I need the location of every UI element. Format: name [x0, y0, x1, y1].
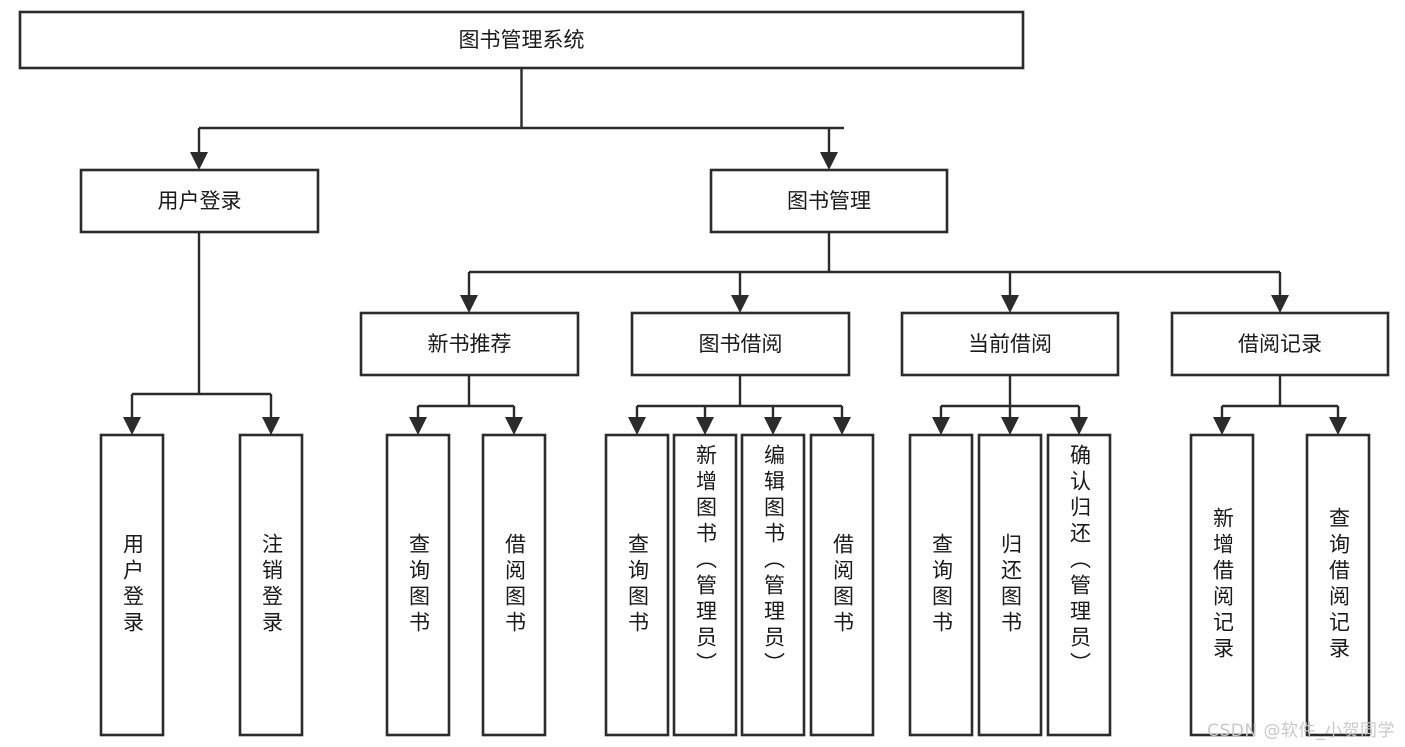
leaf-box-9[interactable]	[977, 433, 1043, 737]
node-book-management-box[interactable]	[709, 168, 949, 234]
connector-group-root	[190, 68, 844, 170]
arrowhead-newbook-leaf-0	[409, 417, 427, 435]
leaf-box-2[interactable]	[385, 433, 451, 737]
node-current-borrow-label: 当前借阅	[968, 332, 1052, 356]
node-book-borrow-box[interactable]	[630, 311, 851, 377]
arrowhead-current-leaf-1	[1001, 417, 1019, 435]
connector-group-book-management	[460, 232, 1289, 313]
node-new-book-recommend-box[interactable]	[359, 311, 580, 377]
node-new-book-recommend-label: 新书推荐	[428, 332, 512, 356]
leaf-box-7[interactable]	[809, 433, 875, 737]
node-new-book-recommend[interactable]: 新书推荐	[359, 311, 580, 377]
node-borrow-record[interactable]: 借阅记录	[1170, 311, 1390, 377]
connector-group-current-borrow	[932, 375, 1088, 435]
leaf-box-4[interactable]	[604, 433, 670, 737]
leaf-box-11[interactable]	[1189, 433, 1255, 737]
arrowhead-user-leaf-0	[123, 417, 141, 435]
arrowhead-current-leaf-0	[932, 417, 950, 435]
arrowhead-root-to-book	[820, 152, 838, 170]
node-current-borrow[interactable]: 当前借阅	[900, 311, 1120, 377]
arrowhead-book-to-newbook	[460, 295, 478, 313]
leaf-box-8[interactable]	[908, 433, 974, 737]
connector-group-new-book	[409, 375, 523, 435]
node-root-box[interactable]	[18, 10, 1025, 70]
arrowhead-borrow-leaf-2	[764, 417, 782, 435]
arrowhead-borrow-leaf-3	[833, 417, 851, 435]
node-book-management[interactable]: 图书管理	[709, 168, 949, 234]
leaf-box-10[interactable]	[1046, 433, 1112, 737]
node-book-borrow[interactable]: 图书借阅	[630, 311, 851, 377]
arrowhead-book-to-record	[1271, 295, 1289, 313]
arrowhead-newbook-leaf-1	[505, 417, 523, 435]
connector-group-borrow-record	[1213, 375, 1347, 435]
arrowhead-borrow-leaf-1	[696, 417, 714, 435]
leaf-box-5[interactable]	[672, 433, 738, 737]
leaf-boxes	[99, 433, 1371, 737]
arrowhead-record-leaf-0	[1213, 417, 1231, 435]
node-borrow-record-label: 借阅记录	[1238, 332, 1322, 356]
leaf-box-12[interactable]	[1305, 433, 1371, 737]
node-user-login-box[interactable]	[79, 168, 320, 234]
arrowhead-record-leaf-1	[1329, 417, 1347, 435]
leaf-box-6[interactable]	[740, 433, 806, 737]
node-current-borrow-box[interactable]	[900, 311, 1120, 377]
arrowhead-book-to-current	[1001, 295, 1019, 313]
node-book-borrow-label: 图书借阅	[699, 332, 783, 356]
arrowhead-current-leaf-2	[1070, 417, 1088, 435]
arrowhead-borrow-leaf-0	[628, 417, 646, 435]
node-root[interactable]: 图书管理系统	[18, 10, 1025, 70]
connector-group-user-login	[123, 232, 280, 435]
node-borrow-record-box[interactable]	[1170, 311, 1390, 377]
node-user-login-label: 用户登录	[158, 189, 242, 213]
connector-group-book-borrow	[628, 375, 851, 435]
csdn-watermark: CSDN @软件_小贺同学	[1207, 721, 1395, 741]
node-root-label: 图书管理系统	[459, 28, 585, 52]
leaf-box-3[interactable]	[481, 433, 547, 737]
leaf-box-0[interactable]	[99, 433, 165, 737]
node-book-management-label: 图书管理	[787, 189, 871, 213]
arrowhead-user-leaf-1	[262, 417, 280, 435]
arrowhead-root-to-user	[190, 152, 208, 170]
arrowhead-book-to-borrow	[731, 295, 749, 313]
node-user-login[interactable]: 用户登录	[79, 168, 320, 234]
leaf-box-1[interactable]	[238, 433, 304, 737]
